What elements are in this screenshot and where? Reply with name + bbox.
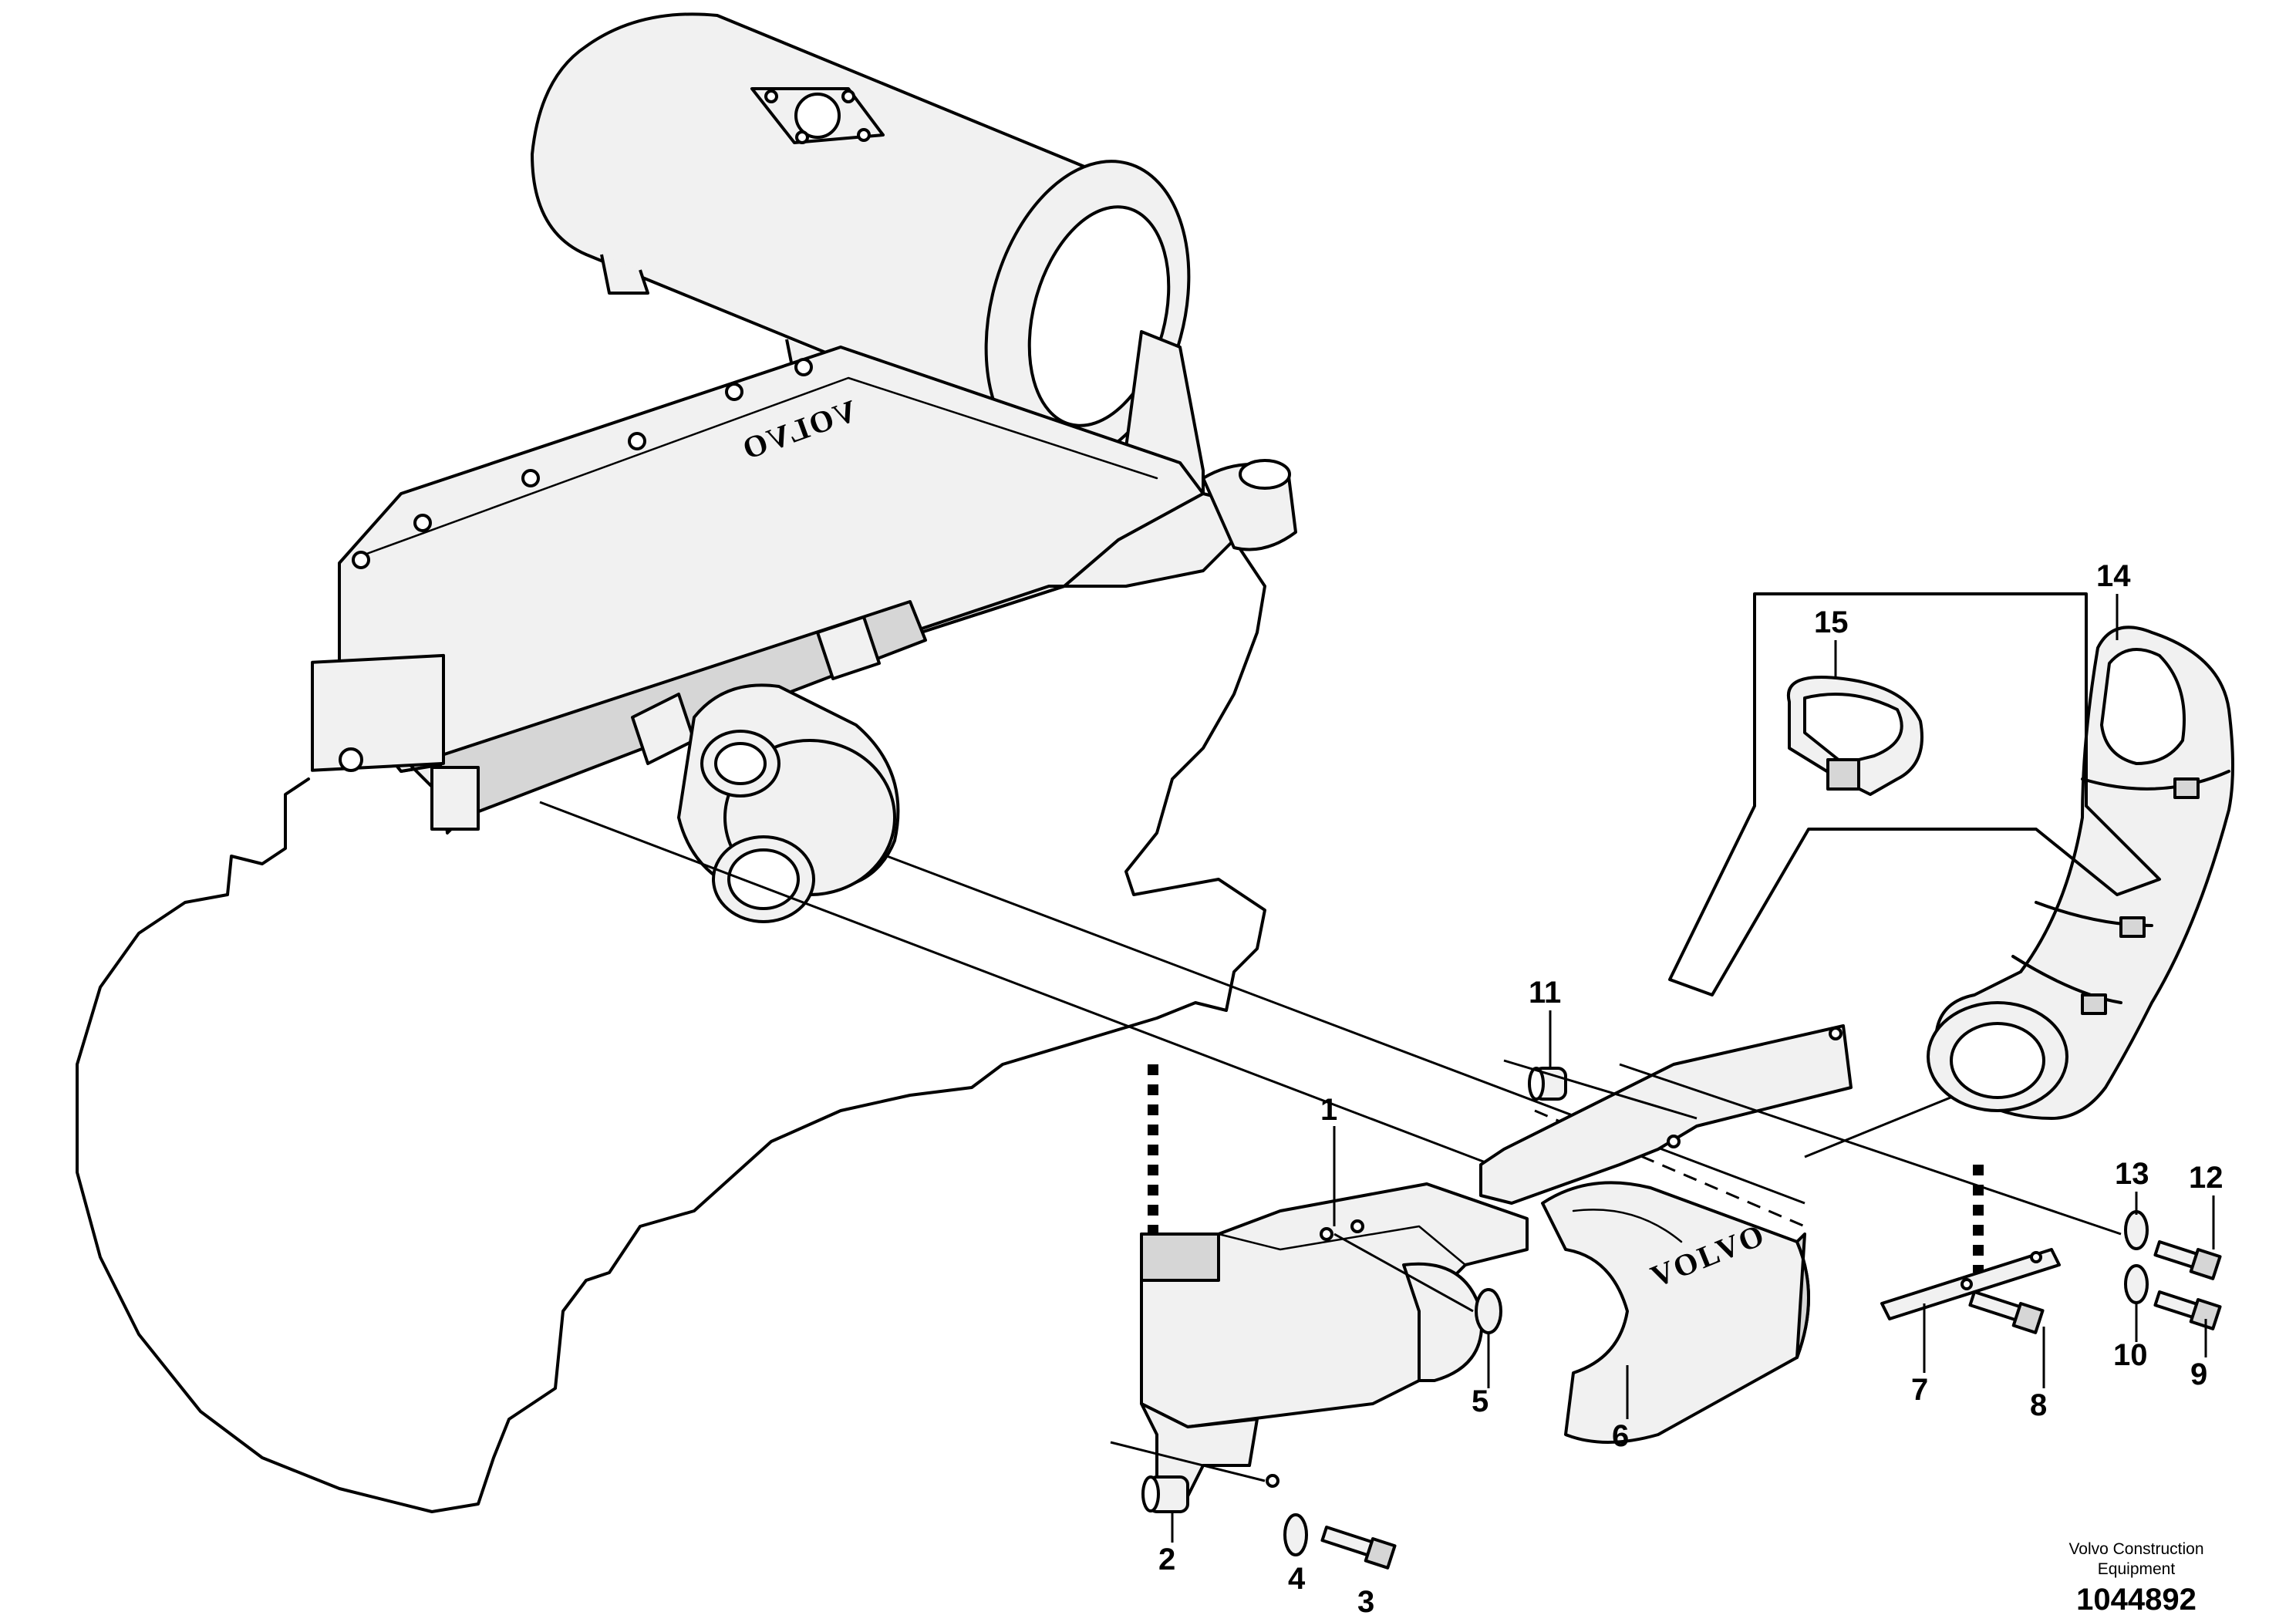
callout-5: 5 bbox=[1472, 1384, 1489, 1418]
bolt-part-12 bbox=[2153, 1240, 2222, 1280]
engine-block-outline bbox=[76, 461, 1266, 1513]
alignment-line-turbo bbox=[886, 855, 1805, 1205]
callout-2: 2 bbox=[1158, 1543, 1175, 1576]
turbocharger bbox=[677, 683, 900, 923]
spacer-part-2 bbox=[1141, 1475, 1189, 1513]
callout-3: 3 bbox=[1357, 1585, 1374, 1619]
shaft-line-washer-5 bbox=[1333, 1233, 1474, 1313]
publisher-line-1: Volvo Construction bbox=[2068, 1540, 2204, 1558]
drawing-number: 1044892 bbox=[2076, 1583, 2197, 1617]
heat-shield-outer: VOLVO bbox=[1541, 1181, 1810, 1444]
callout-10: 10 bbox=[2113, 1338, 2148, 1372]
air-hose-part-14 bbox=[1927, 626, 2234, 1120]
alignment-line-manifold bbox=[539, 801, 1512, 1174]
bolt-part-8 bbox=[1968, 1290, 2045, 1334]
bolt-part-3 bbox=[1320, 1526, 1397, 1570]
callout-15: 15 bbox=[1814, 605, 1849, 639]
bolt-part-9 bbox=[2153, 1290, 2222, 1330]
callout-11: 11 bbox=[1529, 976, 1561, 1010]
washer-part-4 bbox=[1283, 1513, 1308, 1556]
washer-part-10 bbox=[2124, 1264, 2149, 1304]
callout-6: 6 bbox=[1612, 1419, 1629, 1453]
callout-13: 13 bbox=[2115, 1157, 2149, 1191]
shaft-line-spacer-2 bbox=[1110, 1441, 1266, 1482]
callout-8: 8 bbox=[2030, 1388, 2047, 1422]
publisher-credit: Volvo Construction Equipment bbox=[2036, 1539, 2237, 1580]
callout-1: 1 bbox=[1320, 1093, 1337, 1127]
callout-4: 4 bbox=[1288, 1562, 1306, 1596]
mounting-bracket-plate bbox=[1479, 1024, 1853, 1205]
shaft-line-spacer-11 bbox=[1503, 1059, 1698, 1120]
heat-shield-inner bbox=[1140, 1182, 1529, 1513]
exhaust-silencer-drum bbox=[531, 12, 1205, 518]
callout-7: 7 bbox=[1911, 1373, 1928, 1407]
shaft-line-bracket bbox=[1619, 1063, 2122, 1236]
callout-9: 9 bbox=[2190, 1357, 2207, 1391]
washer-part-5 bbox=[1475, 1288, 1502, 1334]
strap-part-7 bbox=[1880, 1248, 2061, 1320]
callout-14: 14 bbox=[2096, 559, 2131, 593]
detail-box-clamp bbox=[1668, 592, 2161, 996]
spacer-part-11 bbox=[1528, 1067, 1567, 1101]
washer-part-13 bbox=[2124, 1210, 2149, 1250]
callout-12: 12 bbox=[2189, 1161, 2224, 1195]
publisher-line-2: Equipment bbox=[2097, 1560, 2176, 1578]
